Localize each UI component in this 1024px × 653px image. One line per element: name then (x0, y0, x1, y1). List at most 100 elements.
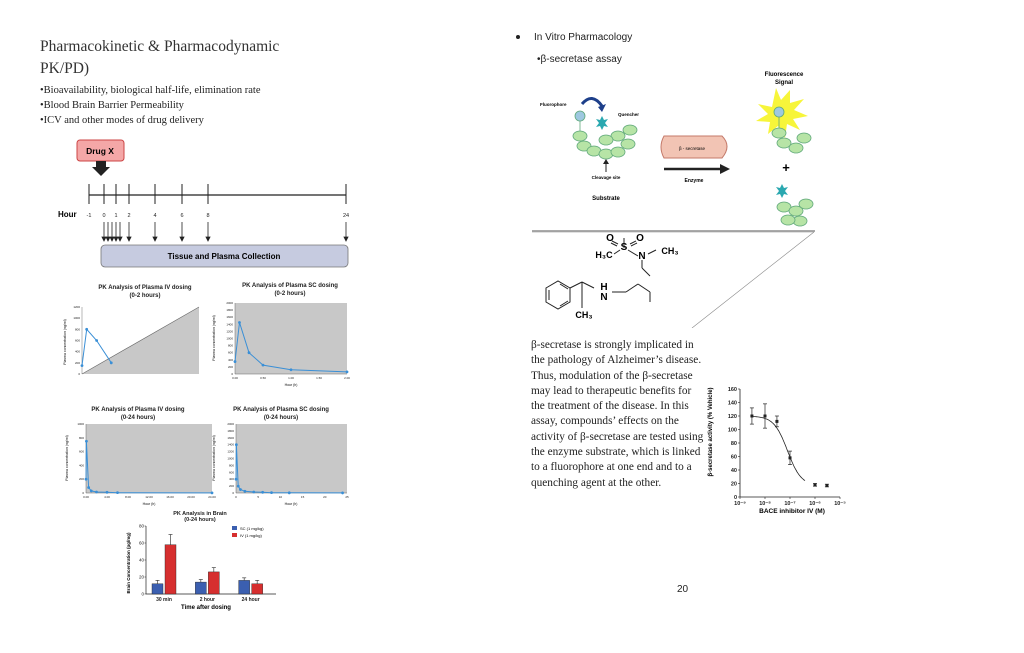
y-tick-label: 0 (78, 372, 80, 376)
data-point (813, 483, 817, 487)
y-tick-label: 0 (82, 491, 84, 495)
y-axis-label: β-secretase activity (% Vehicle) (708, 387, 714, 476)
y-axis-label: Plasma concentration (ng/ml) (212, 315, 216, 361)
y-tick-label: 80 (139, 524, 145, 529)
bar (208, 571, 220, 595)
data-point (85, 327, 89, 331)
collection-arrows (101, 222, 349, 242)
data-point (234, 443, 238, 447)
chart-subtitle: (0-24 hours) (264, 415, 298, 421)
x-tick-label: 5 (257, 495, 259, 499)
section-heading: In Vitro Pharmacology (516, 32, 632, 43)
cleaved-fragment-2 (776, 198, 814, 227)
x-axis-label: BACE inhibitor IV (M) (759, 508, 825, 515)
x-tick-label: 10⁻⁸ (759, 501, 771, 507)
group-ch3: CH₃ (575, 310, 592, 320)
data-point (261, 363, 265, 367)
data-point (233, 360, 237, 363)
y-tick-label: 0 (232, 491, 234, 495)
data-point (236, 484, 240, 488)
arrow-right-icon (720, 164, 730, 174)
chart-subtitle: (0-2 hours) (274, 291, 305, 297)
x-tick-label: 24 hour (242, 597, 260, 603)
data-point (341, 491, 344, 495)
data-point (345, 370, 349, 374)
benzene-ring (545, 280, 571, 310)
x-tick-label: 16.00 (166, 495, 174, 499)
y-tick-label: 1600 (227, 436, 234, 440)
dosing-timeline: Drug X Hour -1 0 1 2 4 6 8 24 Tissue and… (58, 139, 349, 268)
y-tick-label: 100 (728, 428, 737, 434)
y-tick-label: 1000 (226, 337, 233, 341)
legend-swatch-sc (232, 526, 237, 530)
y-tick-label: 600 (229, 470, 234, 474)
y-tick-label: 1200 (73, 305, 80, 309)
chart-subtitle: (0-24 hours) (184, 517, 216, 523)
group-ch3: CH₃ (661, 246, 678, 256)
atom-n: N (600, 292, 607, 303)
data-point (788, 456, 792, 460)
series-line (234, 322, 348, 373)
x-tick-label: 25 (345, 495, 349, 499)
bullet-dot-icon (516, 35, 520, 40)
y-tick-label: 800 (228, 344, 233, 348)
x-tick-label: 24.00 (208, 495, 216, 499)
y-axis-label: Plasma concentration (ng/ml) (65, 435, 69, 481)
plot-area (235, 303, 347, 374)
data-point (210, 491, 214, 495)
chart-sc-0-2: PK Analysis of Plasma SC dosing (0-2 hou… (212, 283, 350, 387)
chart-title: PK Analysis of Plasma SC dosing (233, 407, 329, 413)
y-tick-label: 200 (75, 361, 80, 365)
enzyme-label: Enzyme (685, 178, 704, 184)
data-point (247, 351, 251, 355)
y-tick-label: 160 (728, 387, 737, 393)
y-tick-label: 600 (75, 339, 80, 343)
chart-subtitle: (0-24 hours) (121, 415, 155, 421)
y-tick-label: 0 (141, 592, 144, 597)
signal-label-2: Signal (775, 80, 793, 86)
plus-sign: + (782, 160, 790, 175)
x-tick-label: 0 (235, 495, 237, 499)
arrow-head-icon (598, 104, 606, 112)
y-tick-label: 0 (734, 495, 737, 501)
data-point (89, 489, 93, 493)
bullet-list: •Bioavailability, biological half-life, … (40, 83, 261, 128)
y-axis-label: Brain Concentration (pg/mg) (126, 532, 131, 593)
chart-title: PK Analysis of Plasma SC dosing (242, 283, 338, 289)
series-line (81, 328, 112, 366)
x-axis-label: Time after dosing (181, 605, 231, 611)
cleavage-label: Cleavage site (592, 175, 621, 180)
legend-swatch-iv (232, 533, 237, 537)
x-tick-label: 1.00 (288, 376, 294, 380)
y-tick-label: 0 (231, 372, 233, 376)
x-tick-label: 8.00 (125, 495, 131, 499)
x-tick-label: 12.00 (145, 495, 153, 499)
title-line-2: PK/PD) (40, 60, 90, 77)
y-tick-label: 140 (728, 401, 737, 407)
heading-text: In Vitro Pharmacology (534, 32, 633, 43)
y-tick-label: 400 (229, 477, 234, 481)
y-tick-label: 400 (79, 463, 84, 467)
data-point (116, 491, 119, 495)
y-tick-label: 40 (731, 468, 737, 474)
bullet-item: •ICV and other modes of drug delivery (40, 115, 204, 126)
bullet-item: •Blood Brain Barrier Permeability (40, 100, 184, 111)
y-tick-label: 600 (228, 351, 233, 355)
title-line-1: Pharmacokinetic & Pharmacodynamic (40, 38, 280, 55)
bar (251, 583, 263, 595)
data-point (775, 419, 779, 423)
y-tick-label: 400 (75, 350, 80, 354)
y-tick-label: 800 (79, 436, 84, 440)
y-tick-label: 1000 (73, 316, 80, 320)
data-point (252, 490, 256, 494)
tick-label: 8 (206, 213, 209, 219)
x-tick-label: 2 hour (200, 597, 215, 603)
bullet-item: •Bioavailability, biological half-life, … (40, 85, 261, 96)
y-tick-label: 2000 (226, 301, 233, 305)
enzyme-shape (660, 135, 728, 159)
x-axis-label: Hour (h) (285, 383, 298, 387)
y-tick-label: 1600 (226, 315, 233, 319)
page-number: 20 (677, 584, 689, 595)
x-tick-label: 2.00 (344, 376, 350, 380)
molecule-bonds (569, 238, 657, 308)
